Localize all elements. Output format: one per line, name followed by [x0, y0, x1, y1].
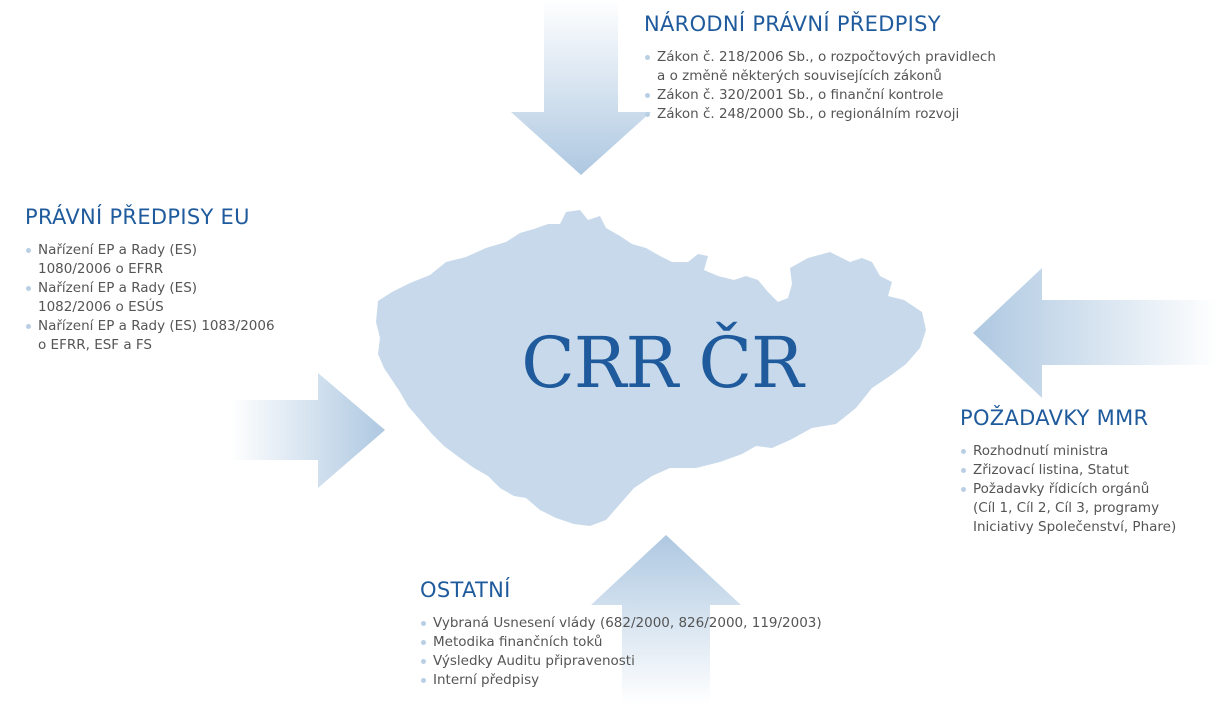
list-item-line: a o změně některých souvisejících zákonů	[657, 68, 942, 84]
list-item: Rozhodnutí ministra	[960, 442, 1176, 461]
panel-eu-law: PRÁVNÍ PŘEDPISY EU Nařízení EP a Rady (E…	[25, 205, 275, 355]
list-item-line: Vybraná Usnesení vlády (682/2000, 826/20…	[433, 615, 822, 631]
panel-national-law: NÁRODNÍ PRÁVNÍ PŘEDPISY Zákon č. 218/200…	[644, 12, 996, 124]
heading-other: OSTATNÍ	[420, 578, 511, 602]
panel-other: OSTATNÍ Vybraná Usnesení vlády (682/2000…	[420, 578, 822, 690]
heading-mmr-requirements: POŽADAVKY MMR	[960, 406, 1149, 430]
list-item: Nařízení EP a Rady (ES) 1080/2006 o EFRR	[25, 241, 275, 279]
list-item: Požadavky řídicích orgánů (Cíl 1, Cíl 2, …	[960, 480, 1176, 537]
list-item: Zákon č. 248/2000 Sb., o regionálním roz…	[644, 105, 996, 124]
heading-eu-law: PRÁVNÍ PŘEDPISY EU	[25, 205, 250, 229]
arrow-down-top	[511, 0, 651, 175]
list-item-line: 1082/2006 o ESÚS	[38, 299, 164, 315]
list-item: Zákon č. 218/2006 Sb., o rozpočtových pr…	[644, 48, 996, 86]
list-item-line: (Cíl 1, Cíl 2, Cíl 3, programy	[973, 500, 1160, 516]
czech-map-shape	[376, 210, 926, 526]
list-item-line: Výsledky Auditu připravenosti	[433, 653, 635, 669]
list-item: Zřizovací listina, Statut	[960, 461, 1176, 480]
list-item-line: Zákon č. 218/2006 Sb., o rozpočtových pr…	[657, 49, 996, 65]
list-item-line: Interní předpisy	[433, 672, 540, 688]
center-title: CRR ČR	[521, 322, 804, 404]
heading-national-law: NÁRODNÍ PRÁVNÍ PŘEDPISY	[644, 12, 941, 36]
list-item: Zákon č. 320/2001 Sb., o finanční kontro…	[644, 86, 996, 105]
list-item-line: Rozhodnutí ministra	[973, 443, 1109, 459]
arrow-left-right	[973, 268, 1218, 398]
list-item-line: o EFRR, ESF a FS	[38, 337, 153, 353]
arrow-right-left	[230, 373, 385, 488]
list-item: Interní předpisy	[420, 671, 822, 690]
list-other: Vybraná Usnesení vlády (682/2000, 826/20…	[420, 614, 822, 690]
list-national-law: Zákon č. 218/2006 Sb., o rozpočtových pr…	[644, 48, 996, 124]
list-item-line: Metodika finančních toků	[433, 634, 603, 650]
list-item-line: 1080/2006 o EFRR	[38, 261, 164, 277]
list-item-line: Zřizovací listina, Statut	[973, 462, 1129, 478]
list-item: Nařízení EP a Rady (ES) 1083/2006 o EFRR,…	[25, 317, 275, 355]
list-item-line: Nařízení EP a Rady (ES) 1083/2006	[38, 318, 275, 334]
list-item: Nařízení EP a Rady (ES) 1082/2006 o ESÚS	[25, 279, 275, 317]
list-item-line: Zákon č. 320/2001 Sb., o finanční kontro…	[657, 87, 944, 103]
list-item-line: Nařízení EP a Rady (ES)	[38, 280, 198, 296]
list-item: Vybraná Usnesení vlády (682/2000, 826/20…	[420, 614, 822, 633]
list-item-line: Zákon č. 248/2000 Sb., o regionálním roz…	[657, 106, 960, 122]
list-item-line: Iniciativy Společenství, Phare)	[973, 519, 1177, 535]
arrow-up-bottom	[591, 535, 741, 704]
list-item: Metodika finančních toků	[420, 633, 822, 652]
list-item-line: Nařízení EP a Rady (ES)	[38, 242, 198, 258]
list-item-line: Požadavky řídicích orgánů	[973, 481, 1150, 497]
list-item: Výsledky Auditu připravenosti	[420, 652, 822, 671]
